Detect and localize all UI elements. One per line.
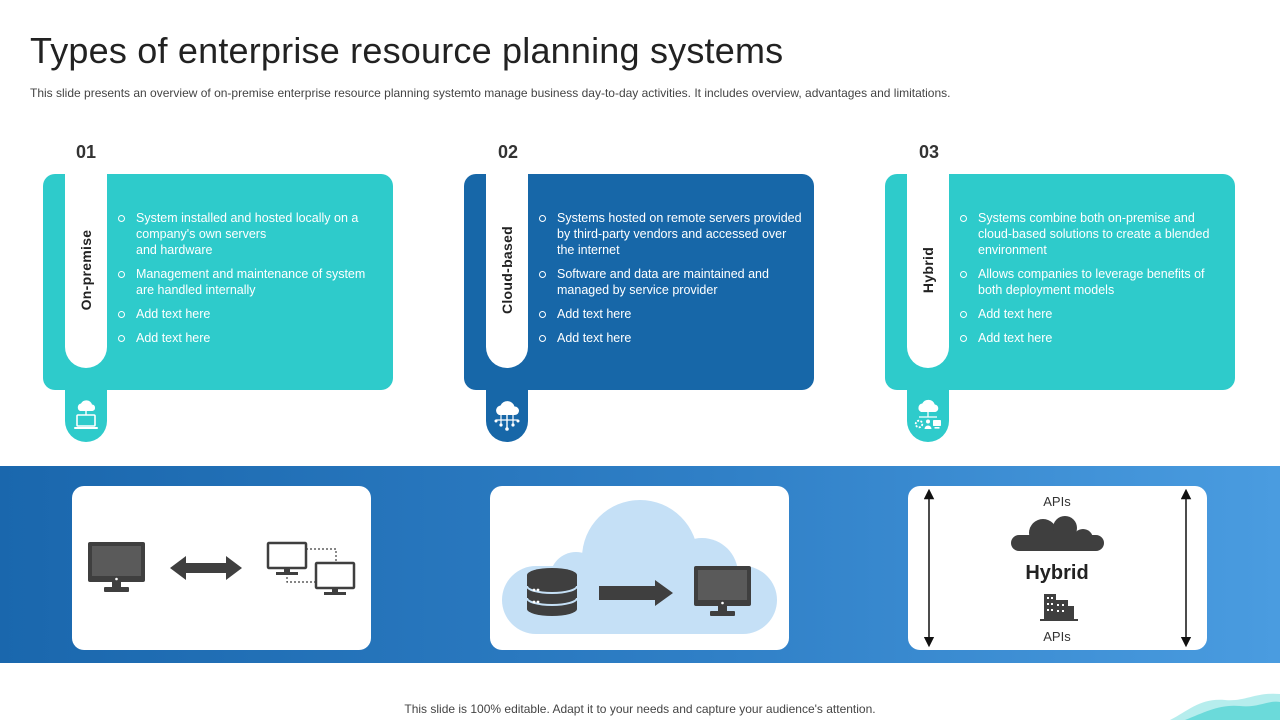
card-label-pill: Cloud-based [486, 174, 528, 368]
bullet-list: Systems hosted on remote servers provide… [538, 210, 804, 354]
cloud-icon [1011, 516, 1104, 551]
cloud-network-icon [494, 401, 520, 431]
card-number-3: 03 [918, 142, 940, 162]
card-icon-tab [486, 390, 528, 442]
networked-computers-icon [266, 541, 356, 595]
card-number-2: 02 [497, 142, 519, 162]
card-number-1: 01 [75, 142, 97, 162]
hybrid-cloud-icon [914, 399, 941, 429]
bullet-item: Allows companies to leverage benefits of… [959, 266, 1225, 298]
card-label-pill: Hybrid [907, 174, 949, 368]
cloud-based-illustration [490, 486, 789, 650]
double-arrow-icon [170, 556, 242, 580]
slide-subtitle: This slide presents an overview of on-pr… [30, 86, 951, 100]
right-arrow-icon [599, 580, 673, 606]
building-icon [1040, 594, 1078, 621]
bullet-item: Systems hosted on remote servers provide… [538, 210, 804, 258]
bullet-item: Add text here [117, 330, 383, 346]
bullet-item: Add text here [117, 306, 383, 322]
database-icon [526, 568, 578, 616]
slide-footer: This slide is 100% editable. Adapt it to… [404, 702, 876, 716]
bullet-list: Systems combine both on-premise and clou… [959, 210, 1225, 354]
bullet-item: Systems combine both on-premise and clou… [959, 210, 1225, 258]
monitor-icon [88, 542, 145, 592]
bullet-item: Add text here [538, 306, 804, 322]
bullet-item: Add text here [959, 330, 1225, 346]
apis-label-bottom: APIs [1043, 629, 1071, 644]
card-label: Cloud-based [499, 225, 515, 315]
card-label: On-premise [78, 229, 94, 311]
on-premise-illustration [72, 486, 371, 650]
bullet-item: Software and data are maintained and man… [538, 266, 804, 298]
card-label-pill: On-premise [65, 174, 107, 368]
monitor-icon [694, 566, 751, 616]
card-icon-tab [65, 390, 107, 442]
apis-label-top: APIs [1043, 494, 1071, 509]
card-cloud-based: Cloud-based Systems hosted on remote ser… [464, 174, 814, 390]
bullet-item: Add text here [959, 306, 1225, 322]
bullet-item: System installed and hosted locally on a… [117, 210, 383, 258]
slide-title: Types of enterprise resource planning sy… [30, 30, 784, 71]
card-icon-tab [907, 390, 949, 442]
bullet-item: Add text here [538, 330, 804, 346]
decorative-wave [1170, 693, 1280, 720]
card-hybrid: Hybrid Systems combine both on-premise a… [885, 174, 1235, 390]
card-label: Hybrid [920, 246, 936, 294]
cloud-laptop-icon [74, 400, 98, 429]
bullet-list: System installed and hosted locally on a… [117, 210, 383, 354]
bullet-item: Management and maintenance of system are… [117, 266, 383, 298]
hybrid-label: Hybrid [1025, 562, 1088, 584]
hybrid-illustration: APIs Hybrid APIs [908, 486, 1207, 650]
card-on-premise: On-premise System installed and hosted l… [43, 174, 393, 390]
